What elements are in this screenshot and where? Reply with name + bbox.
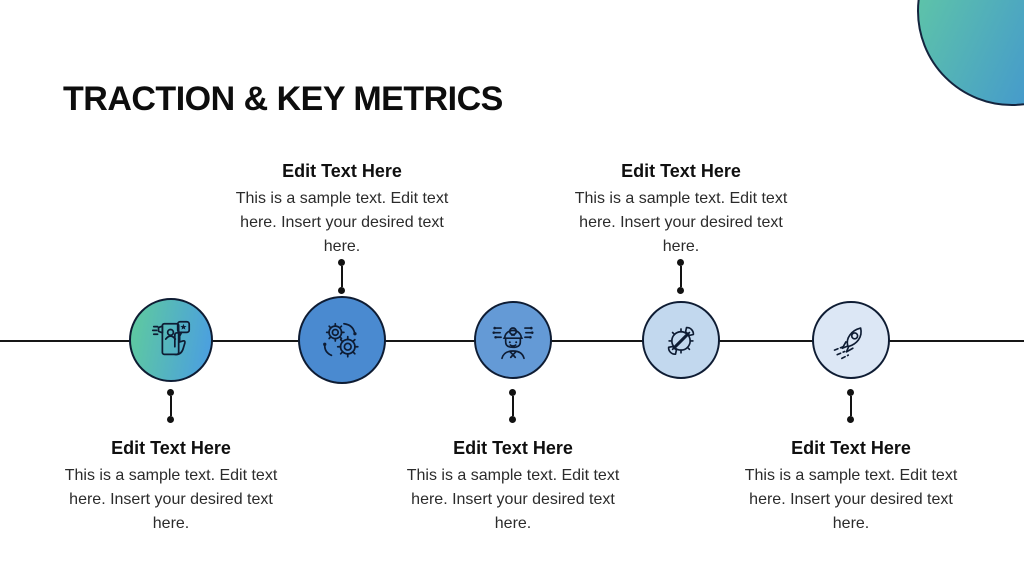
connector-stem (849, 396, 852, 416)
connector-milestone-1 (167, 389, 174, 423)
milestone-circle-4[interactable] (642, 301, 720, 379)
rocket-launch-icon (833, 327, 862, 360)
milestone-body: This is a sample text. Edit text here. I… (235, 190, 449, 255)
milestone-text-block-3[interactable]: Edit Text Here This is a sample text. Ed… (397, 438, 629, 536)
corner-decor-circle (917, 0, 1024, 106)
connector-dot (677, 287, 684, 294)
milestone-text-block-1[interactable]: Edit Text Here This is a sample text. Ed… (55, 438, 287, 536)
milestone-body: This is a sample text. Edit text here. I… (406, 467, 620, 532)
milestone-circle-2[interactable] (298, 296, 386, 384)
milestone-text-block-5[interactable]: Edit Text Here This is a sample text. Ed… (735, 438, 967, 536)
connector-stem (511, 396, 514, 416)
connector-dot (167, 416, 174, 423)
connector-dot (509, 416, 516, 423)
milestone-body: This is a sample text. Edit text here. I… (744, 467, 958, 532)
connector-dot (338, 259, 345, 266)
connector-dot (338, 287, 345, 294)
thinking-head-bulb-icon (492, 326, 534, 360)
milestone-body: This is a sample text. Edit text here. I… (64, 467, 278, 532)
connector-milestone-5 (847, 389, 854, 423)
wrench-gear-icon (667, 326, 695, 356)
connector-milestone-2 (338, 259, 345, 294)
connector-stem (169, 396, 172, 416)
milestone-text-block-4[interactable]: Edit Text Here This is a sample text. Ed… (565, 161, 797, 259)
milestone-body: This is a sample text. Edit text here. I… (574, 190, 788, 255)
social-media-phone-icon (151, 320, 191, 356)
milestone-text-block-2[interactable]: Edit Text Here This is a sample text. Ed… (226, 161, 458, 259)
milestone-heading: Edit Text Here (282, 161, 402, 181)
connector-dot (509, 389, 516, 396)
connector-dot (847, 389, 854, 396)
page-title: TRACTION & KEY METRICS (63, 80, 503, 118)
milestone-heading: Edit Text Here (453, 438, 573, 458)
milestone-heading: Edit Text Here (621, 161, 741, 181)
gears-process-icon (323, 322, 359, 358)
milestone-circle-3[interactable] (474, 301, 552, 379)
connector-stem (340, 266, 343, 287)
connector-dot (847, 416, 854, 423)
connector-milestone-4 (677, 259, 684, 294)
connector-stem (679, 266, 682, 287)
connector-dot (677, 259, 684, 266)
milestone-circle-5[interactable] (812, 301, 890, 379)
milestone-heading: Edit Text Here (111, 438, 231, 458)
connector-dot (167, 389, 174, 396)
connector-milestone-3 (509, 389, 516, 423)
milestone-heading: Edit Text Here (791, 438, 911, 458)
milestone-circle-1[interactable] (129, 298, 213, 382)
